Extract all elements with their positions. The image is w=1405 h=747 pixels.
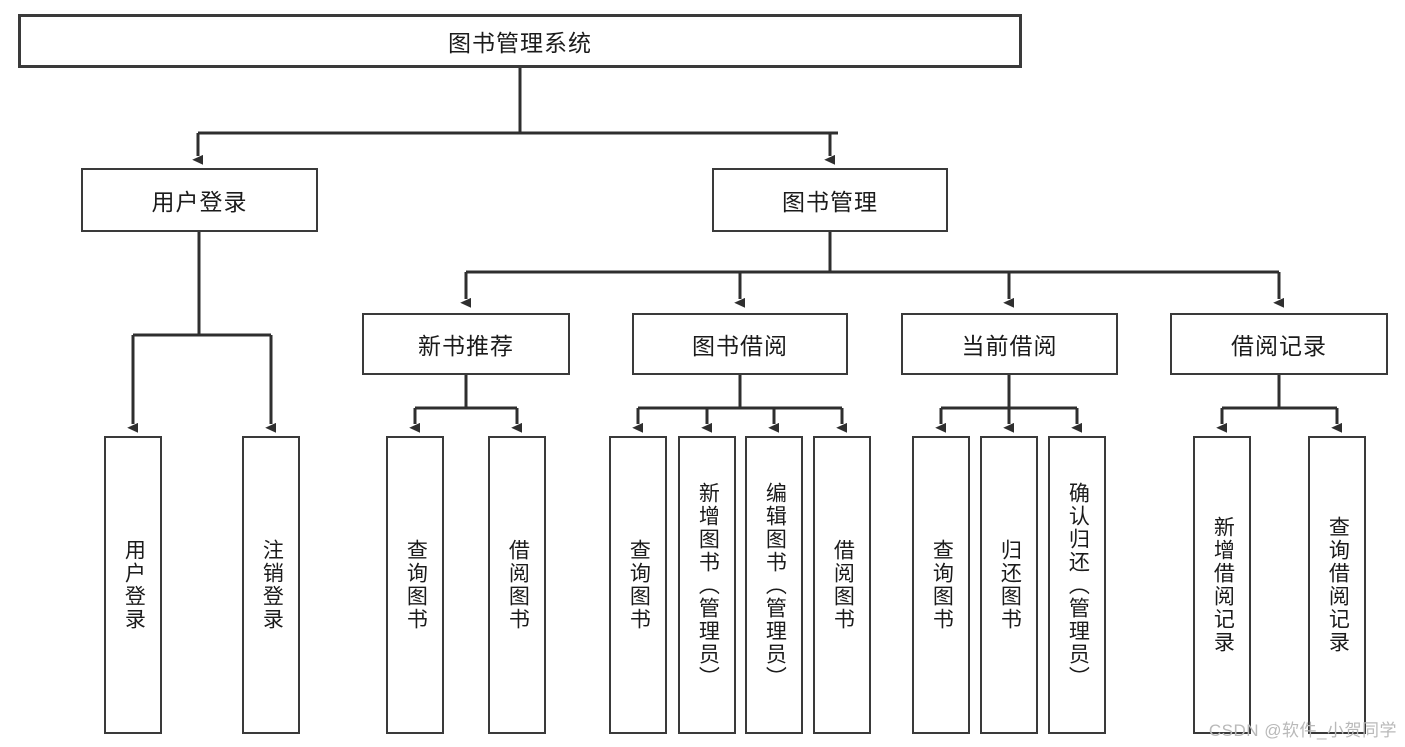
node-label: 编辑图书（管理员） (763, 481, 787, 689)
node-label: 用户登录 (122, 539, 146, 631)
node-user-login[interactable]: 用户登录 (81, 168, 318, 232)
leaf-new-book-borrow-book[interactable]: 借阅图书 (488, 436, 546, 734)
leaf-current-borrow-confirm-return-admin[interactable]: 确认归还（管理员） (1048, 436, 1106, 734)
node-new-book-recommend[interactable]: 新书推荐 (362, 313, 570, 375)
node-label: 图书管理系统 (448, 30, 592, 56)
leaf-book-borrow-query-book[interactable]: 查询图书 (609, 436, 667, 734)
node-label: 借阅图书 (506, 539, 530, 631)
node-label: 新增图书（管理员） (696, 481, 720, 689)
node-label: 归还图书 (998, 539, 1022, 631)
node-label: 查询图书 (627, 539, 651, 631)
node-label: 注销登录 (260, 539, 284, 631)
leaf-user-login-logout[interactable]: 注销登录 (242, 436, 300, 734)
node-label: 图书借阅 (692, 333, 788, 359)
node-label: 新增借阅记录 (1211, 516, 1235, 654)
leaf-borrow-record-query-record[interactable]: 查询借阅记录 (1308, 436, 1366, 734)
node-label: 当前借阅 (961, 333, 1058, 359)
node-label: 新书推荐 (418, 333, 514, 359)
node-book-borrow[interactable]: 图书借阅 (632, 313, 848, 375)
node-current-borrow[interactable]: 当前借阅 (901, 313, 1118, 375)
node-root-book-management-system[interactable]: 图书管理系统 (18, 14, 1022, 68)
node-label: 查询图书 (404, 539, 428, 631)
leaf-new-book-query-book[interactable]: 查询图书 (386, 436, 444, 734)
leaf-user-login-login[interactable]: 用户登录 (104, 436, 162, 734)
node-borrow-record[interactable]: 借阅记录 (1170, 313, 1388, 375)
node-label: 确认归还（管理员） (1066, 481, 1090, 689)
watermark-text: CSDN @软件_小贺同学 (1208, 721, 1397, 740)
node-label: 借阅图书 (831, 539, 855, 631)
leaf-book-borrow-borrow-book[interactable]: 借阅图书 (813, 436, 871, 734)
node-book-management[interactable]: 图书管理 (712, 168, 948, 232)
leaf-book-borrow-edit-book-admin[interactable]: 编辑图书（管理员） (745, 436, 803, 734)
node-label: 查询借阅记录 (1326, 516, 1350, 654)
leaf-current-borrow-return-book[interactable]: 归还图书 (980, 436, 1038, 734)
node-label: 查询图书 (930, 539, 954, 631)
leaf-book-borrow-add-book-admin[interactable]: 新增图书（管理员） (678, 436, 736, 734)
node-label: 图书管理 (782, 189, 878, 215)
node-label: 借阅记录 (1231, 333, 1327, 359)
leaf-current-borrow-query-book[interactable]: 查询图书 (912, 436, 970, 734)
leaf-borrow-record-add-record[interactable]: 新增借阅记录 (1193, 436, 1251, 734)
node-label: 用户登录 (151, 189, 248, 215)
